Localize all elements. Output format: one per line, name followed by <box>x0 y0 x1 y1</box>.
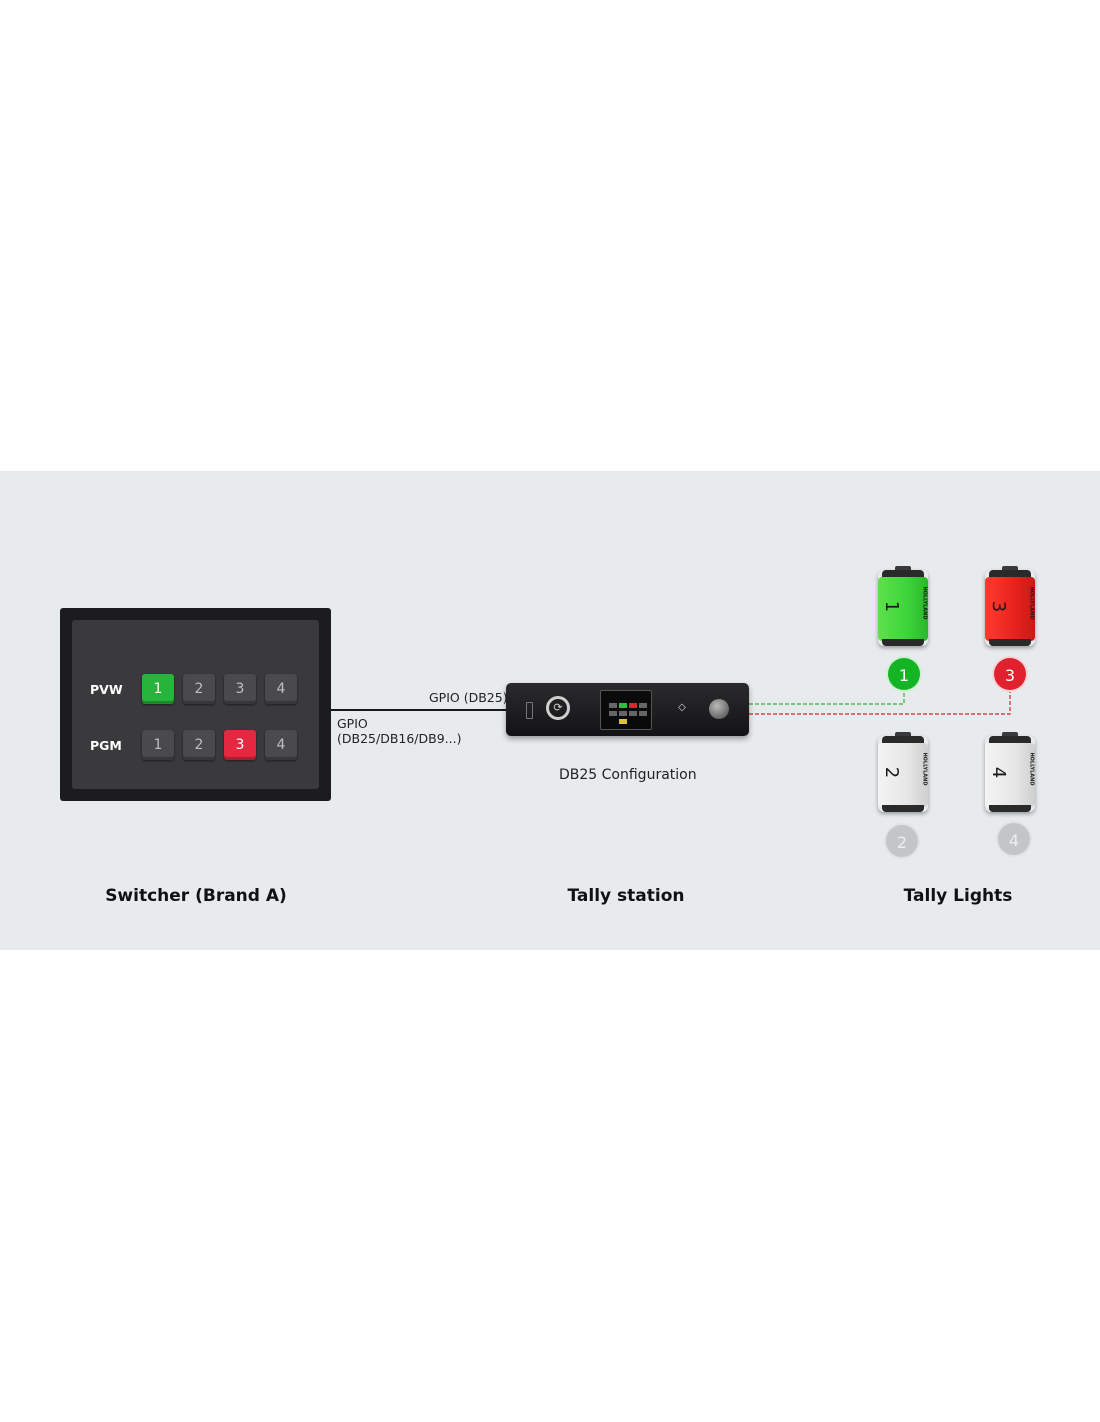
tally-light-1-brand: HOLLYLAND <box>921 586 928 620</box>
station-knob[interactable] <box>709 699 729 719</box>
pgm-button-1[interactable]: 1 <box>142 730 174 760</box>
switcher-caption: Switcher (Brand A) <box>105 886 287 906</box>
pgm-button-2[interactable]: 2 <box>183 730 215 760</box>
gpio-db25-label: GPIO (DB25) <box>429 690 508 705</box>
tally-station-device: ⟳ ◇ <box>506 683 749 736</box>
pvw-button-1[interactable]: 1 <box>142 674 174 704</box>
pgm-row-label: PGM <box>90 738 122 753</box>
tally-light-2-number: 2 <box>881 766 903 779</box>
pvw-button-2[interactable]: 2 <box>183 674 215 704</box>
station-display <box>600 690 652 730</box>
pgm-button-4[interactable]: 4 <box>265 730 297 760</box>
pvw-row-label: PVW <box>90 682 123 697</box>
tally-light-1-number: 1 <box>881 600 903 613</box>
tally-light-3-brand: HOLLYLAND <box>1028 586 1035 620</box>
brand-logo-icon: ⟳ <box>546 696 570 720</box>
navigation-pad-icon[interactable]: ◇ <box>678 702 686 713</box>
switcher-device: PVW 1 2 3 4 PGM 1 2 3 4 <box>60 608 331 801</box>
tally-light-4-number: 4 <box>988 766 1010 779</box>
tally-station-caption: Tally station <box>567 886 685 906</box>
tally-light-3: 3 HOLLYLAND <box>985 566 1035 646</box>
tally-3-status-dot: 3 <box>992 656 1028 692</box>
tally-light-1: 1 HOLLYLAND <box>878 566 928 646</box>
preview-signal-line <box>749 691 905 705</box>
switcher-panel: PVW 1 2 3 4 PGM 1 2 3 4 <box>72 620 319 789</box>
tally-light-2-brand: HOLLYLAND <box>921 752 928 786</box>
tally-light-2: 2 HOLLYLAND <box>878 732 928 812</box>
pvw-button-3[interactable]: 3 <box>224 674 256 704</box>
pgm-button-3[interactable]: 3 <box>224 730 256 760</box>
tally-4-status-dot: 4 <box>996 821 1032 857</box>
tally-1-status-dot: 1 <box>886 656 922 692</box>
tally-light-4-brand: HOLLYLAND <box>1028 752 1035 786</box>
tally-2-status-dot: 2 <box>884 823 920 859</box>
db25-configuration-label: DB25 Configuration <box>559 767 697 783</box>
usb-port-icon <box>526 702 533 719</box>
program-signal-line <box>749 691 1011 715</box>
tally-light-3-number: 3 <box>988 600 1010 613</box>
tally-lights-caption: Tally Lights <box>903 886 1013 906</box>
gpio-output-label: GPIO <box>337 716 368 731</box>
tally-light-4: 4 HOLLYLAND <box>985 732 1035 812</box>
gpio-output-formats-label: (DB25/DB16/DB9...) <box>337 731 462 746</box>
pvw-button-4[interactable]: 4 <box>265 674 297 704</box>
